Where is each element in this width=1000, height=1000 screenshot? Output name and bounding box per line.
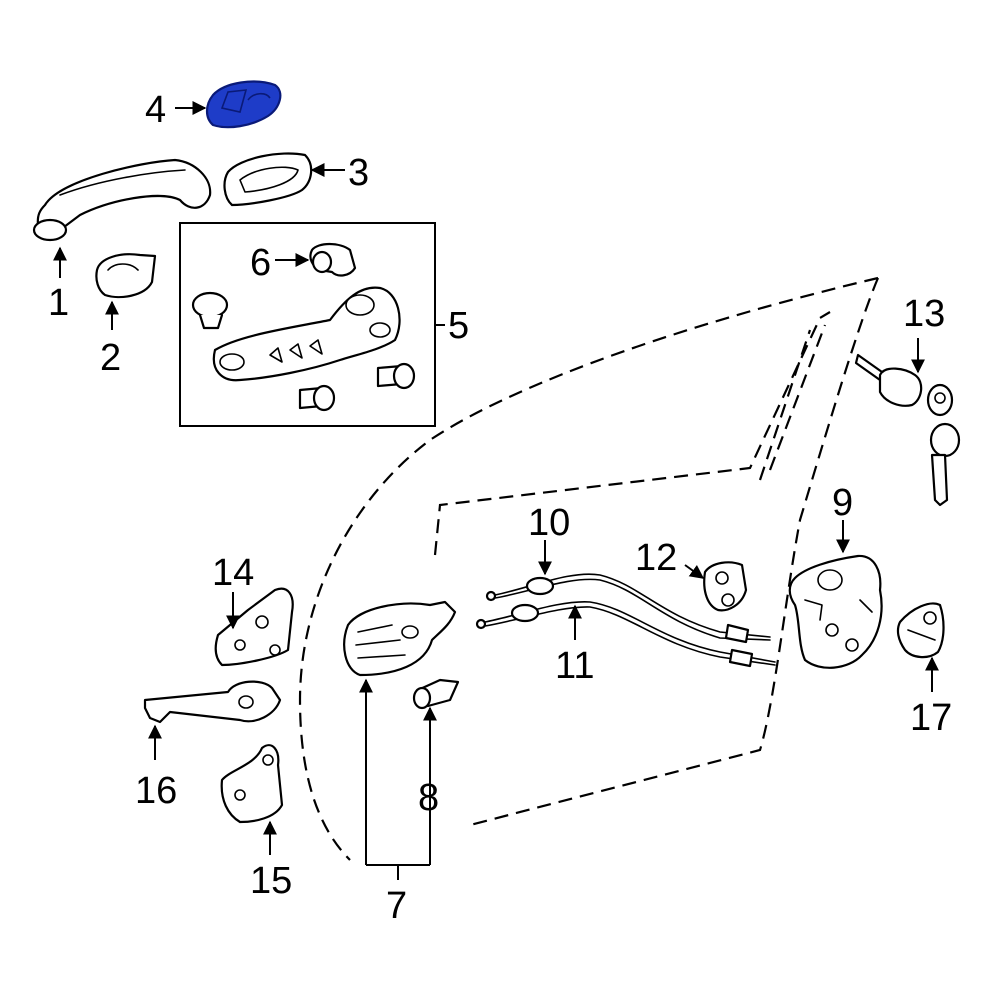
callout-6: 6 (250, 242, 271, 284)
callout-16: 16 (135, 770, 177, 812)
callout-15: 15 (250, 860, 292, 902)
callout-1: 1 (48, 282, 69, 324)
part-14-upper-hinge[interactable] (214, 587, 294, 667)
callout-11: 11 (555, 645, 594, 687)
part-10-lock-cable[interactable] (485, 573, 771, 644)
part-15-lower-hinge[interactable] (220, 744, 284, 824)
part-12-cable-clip[interactable] (703, 561, 748, 612)
part-1-outside-handle[interactable] (32, 158, 212, 242)
part-6-key-cylinder-cap[interactable] (309, 242, 357, 277)
callout-9: 9 (832, 482, 853, 524)
part-13-lock-cylinder-keys[interactable] (854, 353, 961, 507)
part-9-lock-actuator[interactable] (788, 554, 883, 669)
part-5-clip (191, 291, 229, 330)
part-5-screw-left (298, 384, 336, 412)
door-outline (298, 276, 880, 861)
callout-10: 10 (528, 502, 570, 544)
part-16-door-check[interactable] (143, 680, 282, 724)
callout-2: 2 (100, 337, 121, 379)
part-7-inside-handle[interactable] (343, 600, 457, 677)
part-2-handle-pad[interactable] (95, 253, 157, 299)
part-3-handle-bezel[interactable] (223, 152, 313, 207)
callout-4: 4 (145, 89, 166, 131)
callout-17: 17 (910, 697, 952, 739)
part-5-screw-right (376, 362, 416, 390)
callout-3: 3 (348, 152, 369, 194)
part-11-release-cable[interactable] (475, 601, 776, 668)
callout-12: 12 (635, 537, 677, 579)
leader-12 (684, 564, 705, 579)
callout-5: 5 (448, 305, 469, 347)
callout-7: 7 (386, 885, 407, 927)
part-17-striker[interactable] (896, 602, 945, 659)
callout-8: 8 (418, 777, 439, 819)
part-5-handle-frame[interactable] (212, 286, 401, 382)
callout-13: 13 (903, 293, 945, 335)
callout-14: 14 (212, 552, 254, 594)
part-4-handle-cap[interactable] (205, 80, 282, 129)
part-8-bolt[interactable] (412, 678, 460, 710)
